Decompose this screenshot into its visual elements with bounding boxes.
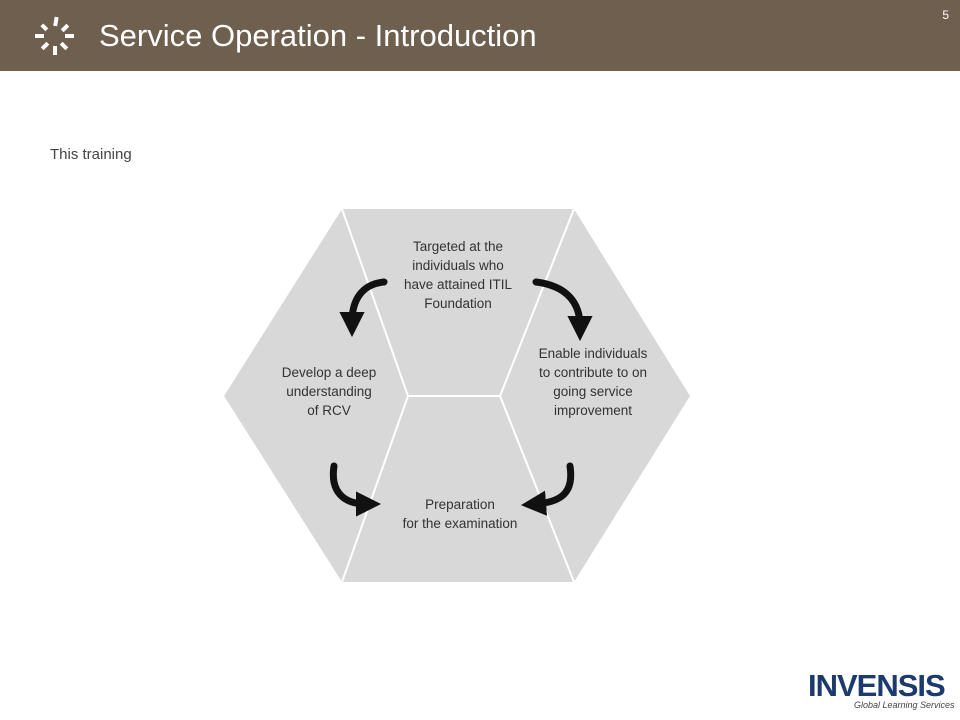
- curved-arrow-icon: [532, 278, 593, 342]
- segment-label-right: Enable individuals to contribute to on g…: [538, 346, 648, 418]
- brand-tagline: Global Learning Services: [854, 700, 955, 710]
- curved-arrow-icon: [520, 462, 575, 516]
- brand-logo: INVENSIS Global Learning Services: [790, 668, 956, 712]
- page-title: Service Operation - Introduction: [99, 18, 537, 53]
- divider-line: [341, 395, 409, 583]
- brand-name: INVENSIS: [808, 668, 946, 703]
- segment-label-bottom: Preparation for the examination: [402, 497, 518, 531]
- loading-spinner-icon: [35, 16, 74, 55]
- header-bar: Service Operation - Introduction 5: [0, 0, 960, 71]
- segment-label-top: Targeted at the individuals who have att…: [403, 239, 513, 311]
- divider-line: [341, 208, 409, 397]
- curved-arrow-icon: [329, 462, 382, 517]
- divider-line: [499, 208, 575, 397]
- divider-line: [499, 395, 575, 583]
- page-number: 5: [942, 8, 949, 22]
- curved-arrow-icon: [339, 278, 388, 338]
- segment-label-left: Develop a deep understanding of RCV: [281, 365, 377, 418]
- intro-text: This training: [50, 146, 132, 163]
